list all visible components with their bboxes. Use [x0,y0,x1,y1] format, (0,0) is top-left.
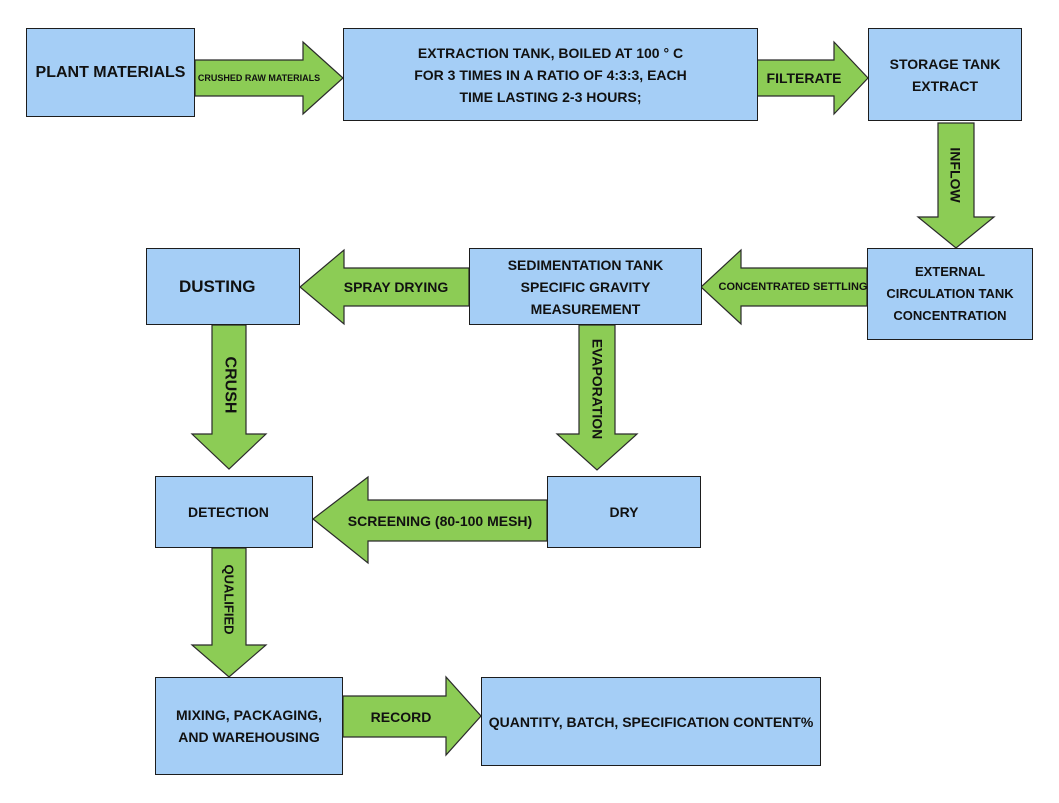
arrow-spray-drying [299,248,470,326]
inflow-label: INFLOW [948,147,964,203]
plant-materials-box: PLANT MATERIALS [26,28,195,117]
plant-materials-label: PLANT MATERIALS [35,63,186,81]
crush-label: CRUSH [221,356,239,414]
sedimentation-tank-label: SEDIMENTATION TANK SPECIFIC GRAVITY MEAS… [507,256,664,317]
arrow-crush [190,324,268,470]
filterate-label: FILTERATE [766,70,842,86]
spray-drying-label: SPRAY DRYING [343,279,449,295]
record-label: RECORD [370,709,432,725]
qualified-label: QUALIFIED [221,563,237,635]
detection-box: DETECTION [155,476,313,548]
external-circulation-label: EXTERNAL CIRCULATION TANK CONCENTRATION [886,264,1014,323]
dusting-label: DUSTING [179,276,256,296]
concentrated-settling-label: CONCENTRATED SETTLING [718,281,868,293]
arrow-screening [312,475,548,565]
extraction-tank-label: EXTRACTION TANK, BOILED AT 100 ° C FOR 3… [414,44,687,105]
quantity-label: QUANTITY, BATCH, SPECIFICATION CONTENT% [488,713,814,730]
screening-label: SCREENING (80-100 MESH) [347,513,533,529]
detection-label: DETECTION [188,504,269,520]
dusting-box: DUSTING [146,248,300,325]
dry-label: DRY [609,504,639,520]
arrow-evaporation [555,324,639,471]
arrow-inflow [916,122,996,249]
evaporation-label: EVAPORATION [589,338,606,440]
sedimentation-tank-box: SEDIMENTATION TANK SPECIFIC GRAVITY MEAS… [469,248,702,325]
crushed-raw-materials-label: CRUSHED RAW MATERIALS [197,73,321,83]
storage-tank-label: STORAGE TANK EXTRACT [889,55,1001,94]
mixing-label: MIXING, PACKAGING, AND WAREHOUSING [176,707,322,745]
arrow-concentrated-settling [700,248,868,326]
arrow-qualified [190,547,268,678]
arrow-crushed-raw-materials [194,40,344,116]
extraction-tank-box: EXTRACTION TANK, BOILED AT 100 ° C FOR 3… [343,28,758,121]
arrow-record [342,675,482,757]
external-circulation-box: EXTERNAL CIRCULATION TANK CONCENTRATION [867,248,1033,340]
arrow-filterate [756,40,869,116]
storage-tank-box: STORAGE TANK EXTRACT [868,28,1022,121]
quantity-box: QUANTITY, BATCH, SPECIFICATION CONTENT% [481,677,821,766]
dry-box: DRY [547,476,701,548]
mixing-box: MIXING, PACKAGING, AND WAREHOUSING [155,677,343,775]
